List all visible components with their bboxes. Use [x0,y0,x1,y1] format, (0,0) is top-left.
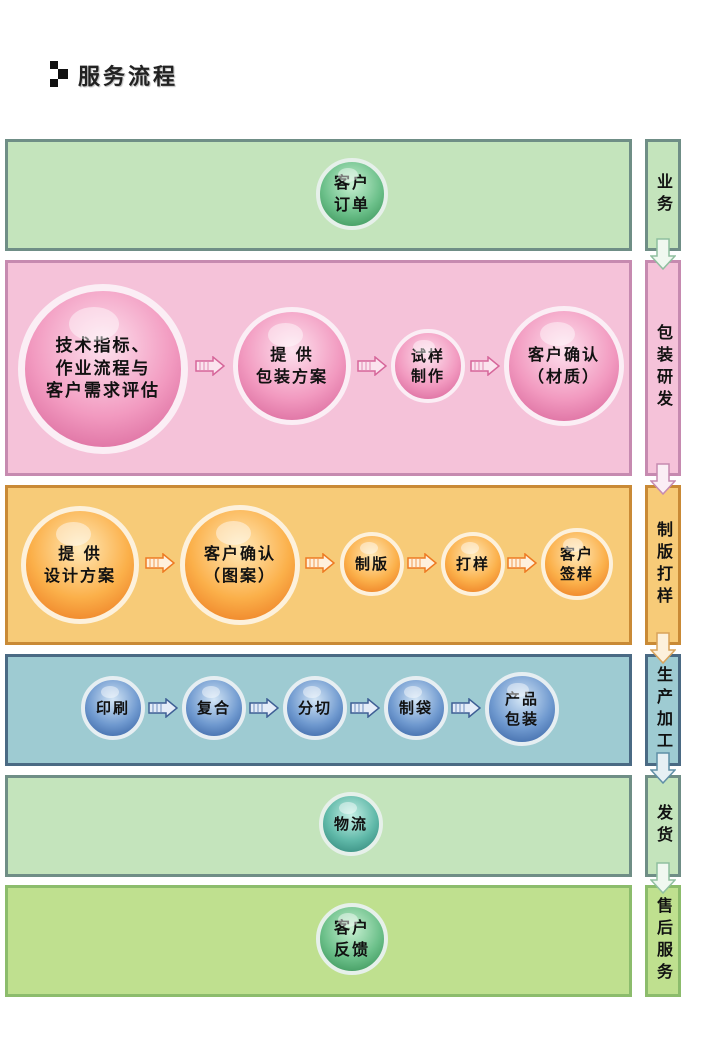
down-arrow-icon [650,238,676,270]
right-arrow-icon [305,553,335,573]
down-arrow-icon [650,752,676,784]
node-logistics: 物流 [319,792,383,856]
right-arrow-icon [145,553,175,573]
block-logo-icon [50,59,72,91]
right-arrow-icon [407,553,437,573]
down-arrow-icon [650,632,676,664]
side-label-packaging-rd: 包装研发 [645,260,681,476]
down-arrow-icon [650,862,676,894]
side-label-text: 包装研发 [654,324,673,412]
node-bag-making: 制袋 [384,676,448,740]
node-proofing: 打样 [441,532,505,596]
right-arrow-icon [148,698,178,718]
node-printing: 印刷 [81,676,145,740]
section-header: 服务流程 [50,58,178,92]
right-arrow-icon [249,698,279,718]
node-tech-evaluation: 技术指标、 作业流程与 客户需求评估 [18,284,188,454]
right-arrow-icon [507,553,537,573]
side-label-text: 售后服务 [654,897,673,985]
side-label-text: 业务 [654,173,673,217]
side-label-plate-proofing: 制版打样 [645,485,681,645]
side-label-text: 发货 [654,804,673,848]
node-design-plan: 提 供 设计方案 [21,506,139,624]
node-trial-sample: 试样 制作 [391,329,465,403]
side-label-business: 业务 [645,139,681,251]
node-pattern-confirm: 客户确认 （图案） [180,505,300,625]
node-material-confirm: 客户确认 （材质） [504,306,624,426]
page-title: 服务流程 [78,65,179,90]
right-arrow-icon [357,356,387,376]
node-packaging-plan: 提 供 包装方案 [233,307,351,425]
node-customer-feedback: 客户 反馈 [316,903,388,975]
right-arrow-icon [350,698,380,718]
side-label-shipping: 发货 [645,775,681,877]
down-arrow-icon [650,463,676,495]
node-sample-signoff: 客户 签样 [541,528,613,600]
lane-shipping [5,775,632,877]
side-label-after-sales: 售后服务 [645,885,681,997]
node-customer-order: 客户 订单 [316,158,388,230]
side-label-text: 制版打样 [654,521,673,609]
side-label-production: 生产加工 [645,654,681,766]
node-slitting: 分切 [283,676,347,740]
right-arrow-icon [470,356,500,376]
node-product-packaging: 产品 包装 [485,672,559,746]
node-plate-making: 制版 [340,532,404,596]
node-laminating: 复合 [182,676,246,740]
right-arrow-icon [195,356,225,376]
right-arrow-icon [451,698,481,718]
side-label-text: 生产加工 [654,666,673,754]
